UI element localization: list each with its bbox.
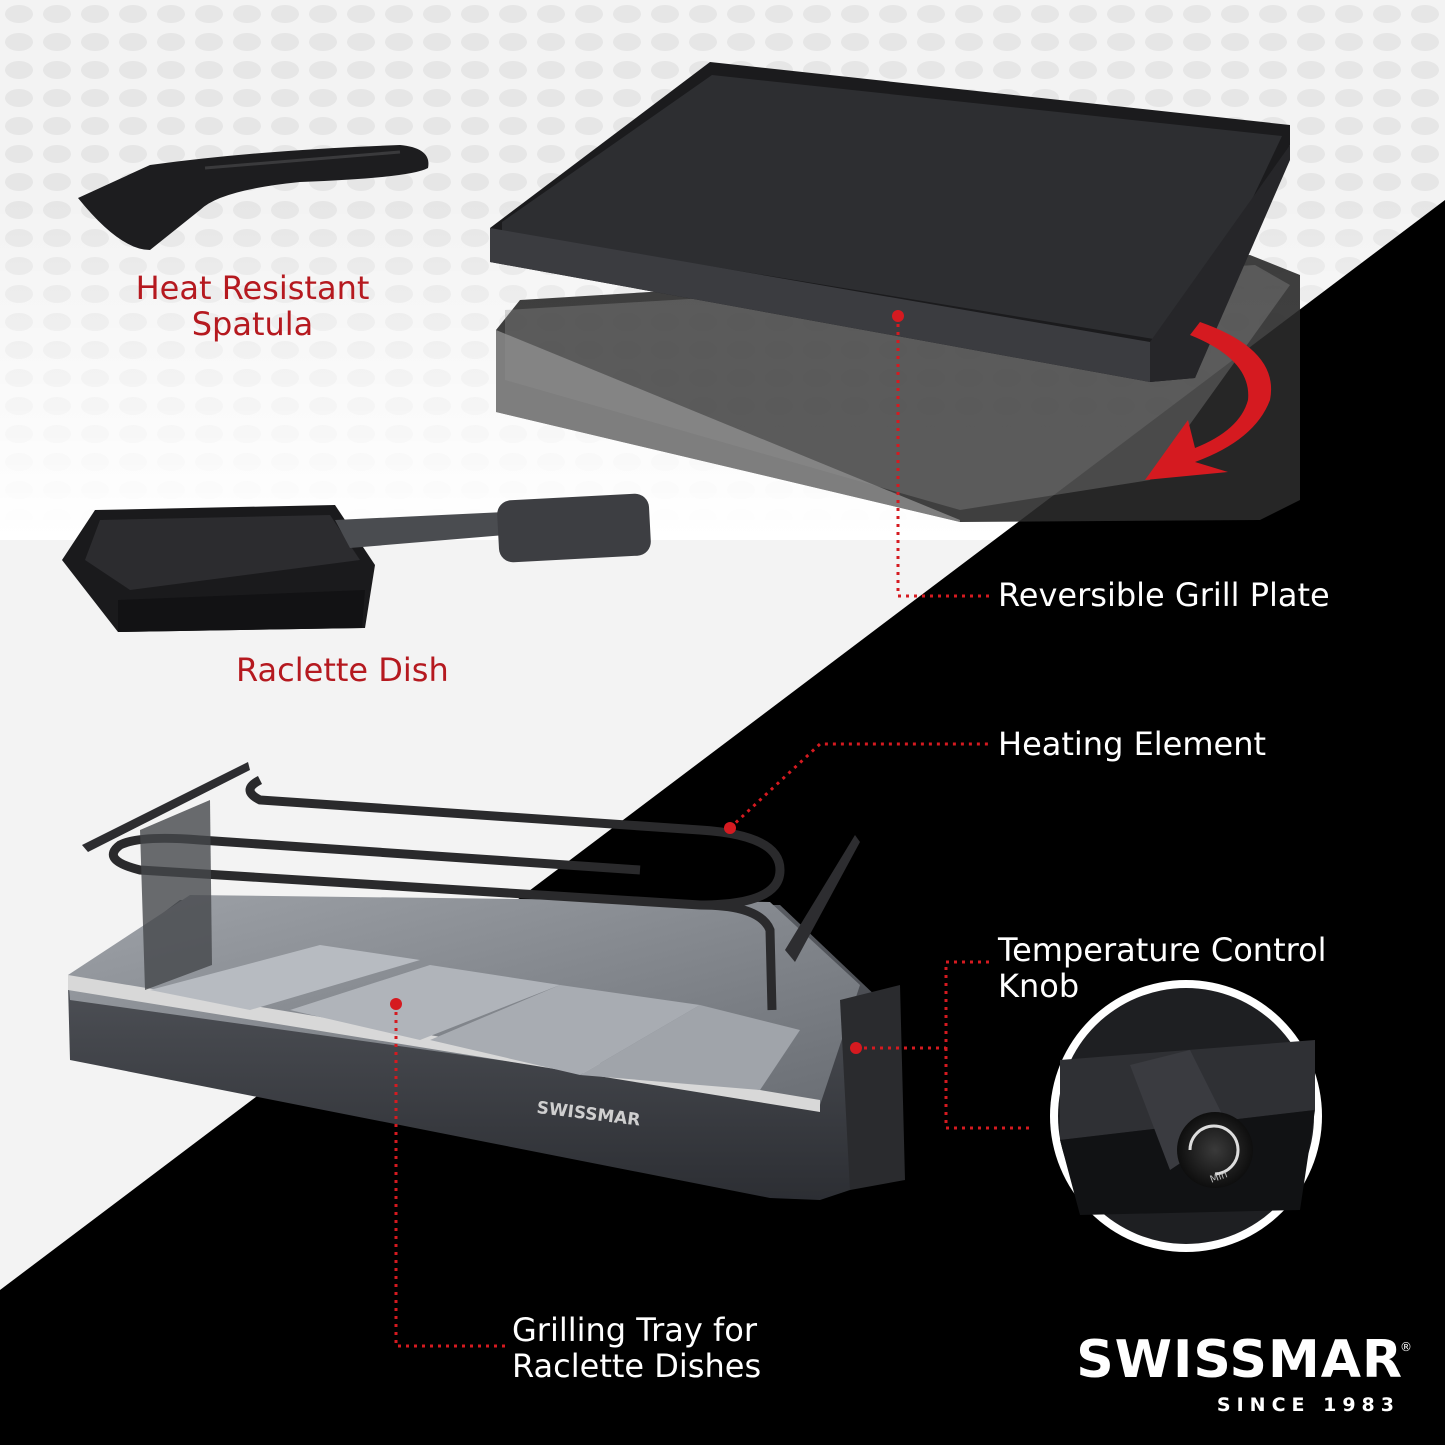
- brand-logo: SWISSMAR: [1076, 1330, 1403, 1390]
- raclette-dish-label: Raclette Dish: [236, 651, 449, 689]
- registered-mark: ®: [1400, 1340, 1412, 1354]
- knob-inset: [1050, 980, 1322, 1252]
- callout-lines: [394, 316, 1032, 1348]
- heating-element-callout-line: [728, 742, 990, 830]
- grill-plate-callout-line: [896, 316, 990, 598]
- tray-label-line1: Grilling Tray for: [512, 1311, 757, 1349]
- grill-base-image: [68, 762, 905, 1200]
- knob-label: Temperature Control Knob: [998, 932, 1327, 1004]
- callout-dots: [390, 310, 904, 1054]
- spatula-label-line2: Spatula: [191, 305, 314, 343]
- grill-plate-image: [490, 62, 1290, 382]
- brand-tagline: SINCE 1983: [1216, 1394, 1400, 1416]
- spatula-image: [78, 145, 429, 250]
- heating-element-label: Heating Element: [998, 725, 1267, 763]
- knob-callout-line: [856, 960, 1032, 1130]
- knob-label-line2: Knob: [998, 967, 1080, 1005]
- spatula-label-line1: Heat Resistant: [135, 269, 370, 307]
- tray-label-line2: Raclette Dishes: [512, 1347, 762, 1385]
- tray-label: Grilling Tray for Raclette Dishes: [512, 1312, 761, 1384]
- raclette-dish-image: [62, 493, 651, 632]
- spatula-label: Heat Resistant Spatula: [100, 270, 405, 342]
- grill-plate-label: Reversible Grill Plate: [998, 576, 1330, 614]
- tray-callout-line: [394, 1004, 505, 1348]
- knob-label-line1: Temperature Control: [998, 931, 1327, 969]
- flip-arrow: [1145, 322, 1272, 480]
